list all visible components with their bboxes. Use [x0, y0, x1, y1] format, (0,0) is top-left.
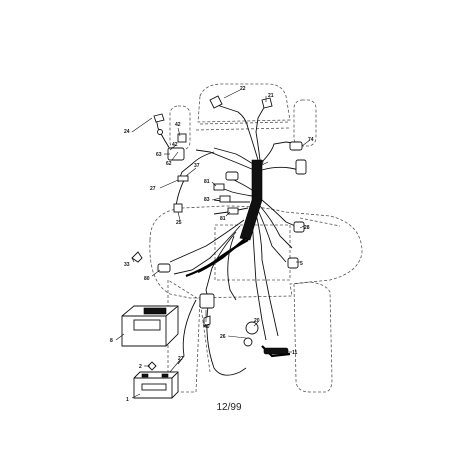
key-icon — [157, 129, 163, 135]
components — [121, 95, 307, 399]
callout-22: 22 — [240, 86, 246, 92]
fuse-holder — [177, 175, 189, 182]
callout-27b: 27 — [178, 356, 184, 362]
callout-26: 26 — [220, 334, 226, 340]
callout-83: 83 — [204, 197, 210, 203]
connector-5 — [287, 257, 299, 269]
date-code: 12/99 — [216, 402, 242, 413]
callout-74: 74 — [308, 137, 314, 143]
ammeter-connector — [153, 113, 165, 123]
callout-33: 33 — [124, 262, 130, 268]
callout-40: 40 — [204, 324, 210, 330]
connector-80 — [157, 263, 171, 273]
callout-63: 63 — [156, 152, 162, 158]
callout-42: 42 — [175, 122, 181, 128]
callout-1: 1 — [126, 397, 129, 403]
callout-5: 5 — [300, 261, 303, 267]
callout-2: 2 — [139, 364, 142, 370]
callout-80: 80 — [144, 276, 150, 282]
headlight-bulb-left — [209, 95, 223, 109]
connector-74b — [295, 159, 307, 175]
switch-81b — [227, 207, 239, 215]
plug-connector-25 — [173, 203, 183, 213]
headlight-bulb-right — [261, 97, 273, 109]
seat-switch — [177, 133, 187, 143]
clip-33 — [131, 251, 143, 263]
main-harness — [155, 99, 301, 376]
starter-cable — [263, 347, 289, 355]
connector-90 — [225, 171, 239, 181]
callout-11: 11 — [292, 350, 298, 356]
switch-81a — [213, 183, 225, 191]
callout-25: 25 — [176, 220, 182, 226]
callout-20: 20 — [254, 318, 260, 324]
connector-74 — [289, 141, 303, 151]
callout-42b: 42 — [172, 142, 178, 148]
connector-28 — [293, 221, 305, 233]
callout-24: 24 — [124, 129, 130, 135]
leader-lines — [115, 89, 311, 399]
callout-27a: 27 — [150, 186, 156, 192]
battery-terminal — [147, 361, 157, 371]
callout-28: 28 — [304, 225, 310, 231]
callout-81b: 81 — [220, 216, 226, 222]
pto-switch — [199, 293, 215, 309]
callout-90: 90 — [258, 160, 264, 166]
callout-37: 37 — [194, 163, 200, 169]
callout-labels: 22 21 24 42 42 63 62 37 27 90 74 25 81 8… — [110, 86, 314, 403]
switch-83 — [219, 195, 231, 203]
pto-clip — [203, 315, 211, 327]
callout-8: 8 — [110, 338, 113, 344]
callout-21: 21 — [268, 93, 274, 99]
callout-81a: 81 — [204, 179, 210, 185]
callout-62: 62 — [166, 161, 172, 167]
solenoid-terminal — [243, 337, 253, 347]
